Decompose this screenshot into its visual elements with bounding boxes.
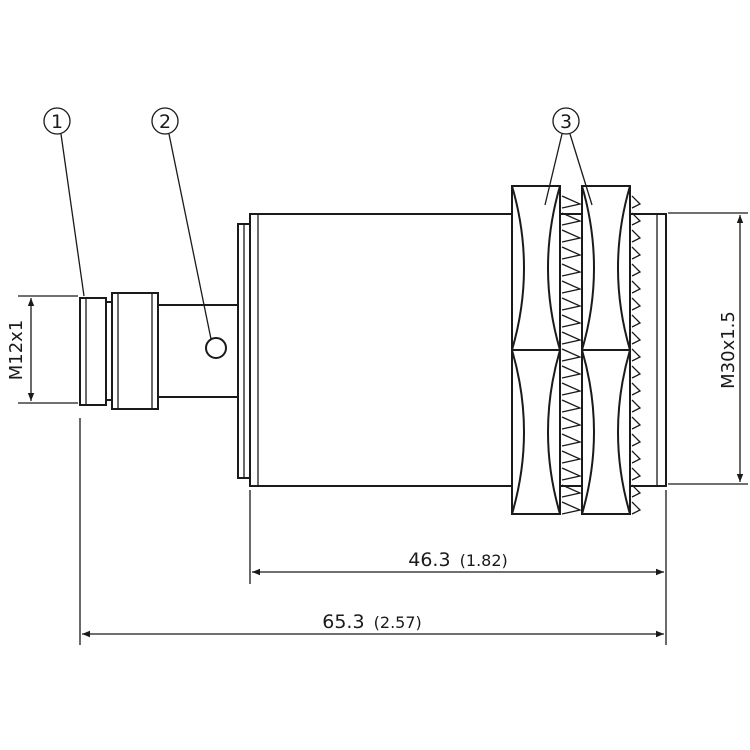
thread-mark (631, 263, 642, 277)
thread-mark (561, 212, 583, 226)
thread-mark (561, 246, 583, 260)
callout-3-label: 3 (560, 111, 572, 133)
thread-mark (561, 467, 583, 481)
thread-mark (631, 246, 642, 260)
thread-mark (561, 365, 583, 379)
thread-mark (631, 399, 642, 413)
callout-2-label: 2 (159, 111, 171, 133)
thread-mark (631, 501, 642, 515)
dimension-46-3-mm: 46.3 (408, 549, 450, 571)
thread-mark (631, 331, 642, 345)
thread-mark (561, 195, 583, 209)
dimension-m12-label: M12x1 (6, 320, 27, 381)
thread-mark (631, 229, 642, 243)
thread-mark (631, 467, 642, 481)
thread-mark (631, 348, 642, 362)
svg-text:46.3 (1.82): 46.3 (1.82) (408, 549, 508, 571)
thread-region (561, 195, 642, 515)
dimension-46-3: 46.3 (1.82) (249, 490, 667, 645)
thread-mark (631, 212, 642, 226)
thread-mark (561, 280, 583, 294)
thread-mark (561, 501, 583, 515)
thread-mark (561, 399, 583, 413)
thread-mark (561, 416, 583, 430)
thread-mark (631, 297, 642, 311)
led-indicator (205, 337, 227, 359)
connector-plug (79, 292, 159, 410)
dimension-65-3-inch: (2.57) (374, 613, 422, 632)
thread-mark (631, 314, 642, 328)
thread-mark (561, 229, 583, 243)
mounting-nut-left (510, 185, 562, 515)
thread-mark (561, 331, 583, 345)
thread-mark (631, 450, 642, 464)
thread-mark (561, 382, 583, 396)
dimension-m12: M12x1 (6, 295, 78, 404)
thread-mark (631, 416, 642, 430)
callout-2: 2 (151, 107, 212, 340)
thread-mark (631, 280, 642, 294)
thread-mark (561, 433, 583, 447)
dimension-65-3: 65.3 (2.57) (79, 418, 664, 645)
thread-mark (631, 382, 642, 396)
svg-text:65.3 (2.57): 65.3 (2.57) (322, 611, 422, 633)
callout-1: 1 (43, 107, 85, 297)
thread-mark (561, 314, 583, 328)
thread-mark (631, 195, 642, 209)
housing-neck (157, 304, 239, 398)
dimension-65-3-mm: 65.3 (322, 611, 364, 633)
thread-mark (631, 365, 642, 379)
thread-mark (561, 263, 583, 277)
thread-mark (561, 484, 583, 498)
thread-mark (561, 450, 583, 464)
dimension-m30: M30x1.5 (668, 212, 748, 485)
thread-mark (631, 433, 642, 447)
dimension-46-3-inch: (1.82) (460, 551, 508, 570)
dimension-m30-label: M30x1.5 (718, 311, 739, 389)
mounting-nut-right (580, 185, 632, 515)
thread-mark (561, 348, 583, 362)
callout-1-label: 1 (51, 111, 63, 133)
thread-mark (561, 297, 583, 311)
thread-mark (631, 484, 642, 498)
callout-3: 3 (544, 107, 593, 206)
